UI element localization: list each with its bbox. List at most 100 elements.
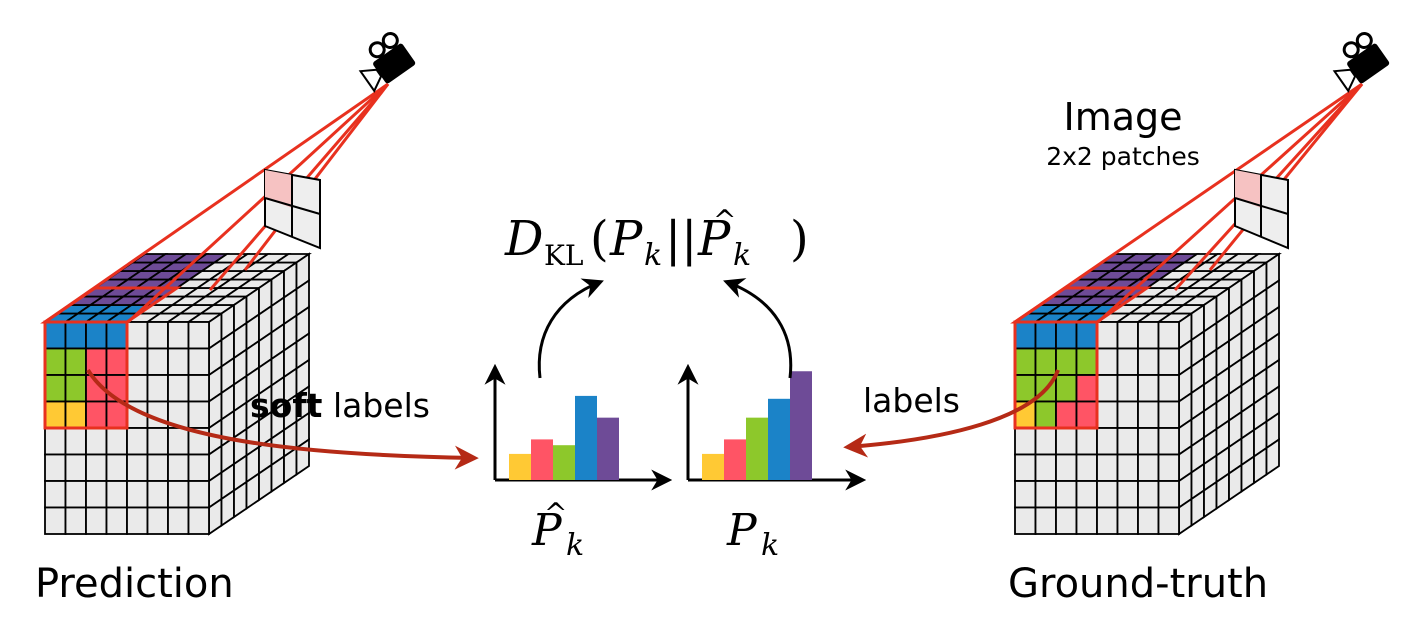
voxel-front-face [187, 374, 210, 403]
labels-arrow [843, 369, 1060, 458]
voxel-front-face [1116, 480, 1139, 509]
voxel-front-face [44, 480, 67, 509]
voxel-front-face [1055, 374, 1078, 403]
voxel-front-face [1034, 427, 1057, 456]
voxel-front-face [1157, 347, 1180, 376]
voxel-front-face [1116, 506, 1139, 535]
voxel-front-face [1075, 480, 1098, 509]
voxel-front-face [126, 427, 149, 456]
voxel-front-face [1116, 374, 1139, 403]
voxel-front-face [1075, 506, 1098, 535]
voxel-front-face [126, 480, 149, 509]
voxel-front-face [1137, 347, 1160, 376]
histogram-bar [553, 445, 575, 480]
voxel-front-face [1157, 427, 1180, 456]
soft-word: soft [250, 386, 323, 425]
voxel-front-face [85, 480, 108, 509]
voxel-front-face [1034, 400, 1057, 429]
histogram-bar [724, 439, 746, 480]
p-hat-letter: P [531, 505, 563, 556]
voxel-front-face [1137, 427, 1160, 456]
voxel-front-face [1157, 400, 1180, 429]
voxel-front-face [105, 347, 128, 376]
voxel-front-face [44, 453, 67, 482]
voxel-front-face [1157, 506, 1180, 535]
voxel-front-face [187, 347, 210, 376]
voxel-front-face [44, 506, 67, 535]
voxel-front-face [105, 453, 128, 482]
histogram-bar [531, 439, 553, 480]
voxel-front-face [1096, 480, 1119, 509]
voxel-front-face [167, 480, 190, 509]
voxel-front-face [105, 480, 128, 509]
histogram-bar [702, 453, 724, 480]
voxel-front-face [1034, 506, 1057, 535]
voxel-front-face [1157, 453, 1180, 482]
voxel-front-face [146, 427, 169, 456]
voxel-front-face [1014, 427, 1037, 456]
voxel-front-face [167, 506, 190, 535]
voxel-front-face [1096, 321, 1119, 350]
histogram-bar [575, 395, 597, 480]
p-hat-k-label: P ^ k [531, 497, 584, 563]
voxel-front-face [167, 453, 190, 482]
voxel-front-face [1014, 321, 1037, 350]
voxel-front-face [64, 480, 87, 509]
voxel-front-face [1075, 321, 1098, 350]
voxel-front-face [85, 427, 108, 456]
voxel-front-face [1096, 506, 1119, 535]
arrow-to-formula-right [723, 278, 793, 379]
voxel-front-face [44, 374, 67, 403]
voxel-front-face [1096, 374, 1119, 403]
voxel-front-face [1055, 480, 1078, 509]
soft-labels-arrow [86, 368, 479, 470]
histogram-bar [597, 417, 619, 480]
prediction-label: Prediction [35, 561, 234, 607]
voxel-front-face [64, 453, 87, 482]
voxel-front-face [1116, 453, 1139, 482]
p-k-label: P k [726, 505, 779, 563]
formula-double-bar: || [665, 211, 697, 267]
p-letter: P [726, 505, 758, 556]
voxel-front-face [146, 347, 169, 376]
image-label: Image [1063, 95, 1182, 139]
voxel-front-face [1116, 400, 1139, 429]
voxel-front-face [126, 347, 149, 376]
formula-k2: k [733, 238, 751, 273]
voxel-front-face [85, 506, 108, 535]
voxel-front-face [1034, 453, 1057, 482]
voxel-front-face [1075, 453, 1098, 482]
voxel-front-face [105, 506, 128, 535]
voxel-front-face [85, 400, 108, 429]
voxel-front-face [44, 347, 67, 376]
histogram-bar [790, 371, 812, 480]
kl-divergence-formula: D KL ( P k || ^ P k ) [504, 204, 809, 273]
voxel-front-face [1034, 321, 1057, 350]
voxel-front-face [44, 400, 67, 429]
formula-p-hat: P [697, 211, 731, 267]
prediction-cube [40, 252, 312, 536]
voxel-front-face [1014, 374, 1037, 403]
voxel-front-face [1055, 321, 1078, 350]
formula-open-paren: ( [590, 211, 609, 267]
camera-icon-left [358, 32, 416, 93]
formula-kl: KL [544, 239, 584, 272]
voxel-front-face [1096, 453, 1119, 482]
voxel-front-face [167, 347, 190, 376]
arrow-to-formula-left [537, 278, 604, 379]
labels-word: labels [322, 386, 430, 425]
image-plane-right [1234, 168, 1289, 250]
voxel-front-face [126, 506, 149, 535]
soft-labels-text: soft labels [250, 386, 430, 425]
voxel-front-face [1075, 347, 1098, 376]
p-subscript: k [761, 528, 779, 563]
voxel-front-face [167, 374, 190, 403]
voxel-front-face [1096, 427, 1119, 456]
voxel-front-face [187, 453, 210, 482]
formula-close-paren: ) [790, 211, 809, 267]
patches-label: 2x2 patches [1046, 142, 1200, 171]
voxel-front-face [1075, 374, 1098, 403]
image-plane-left [264, 168, 321, 250]
voxel-front-face [1034, 480, 1057, 509]
voxel-front-face [1116, 347, 1139, 376]
